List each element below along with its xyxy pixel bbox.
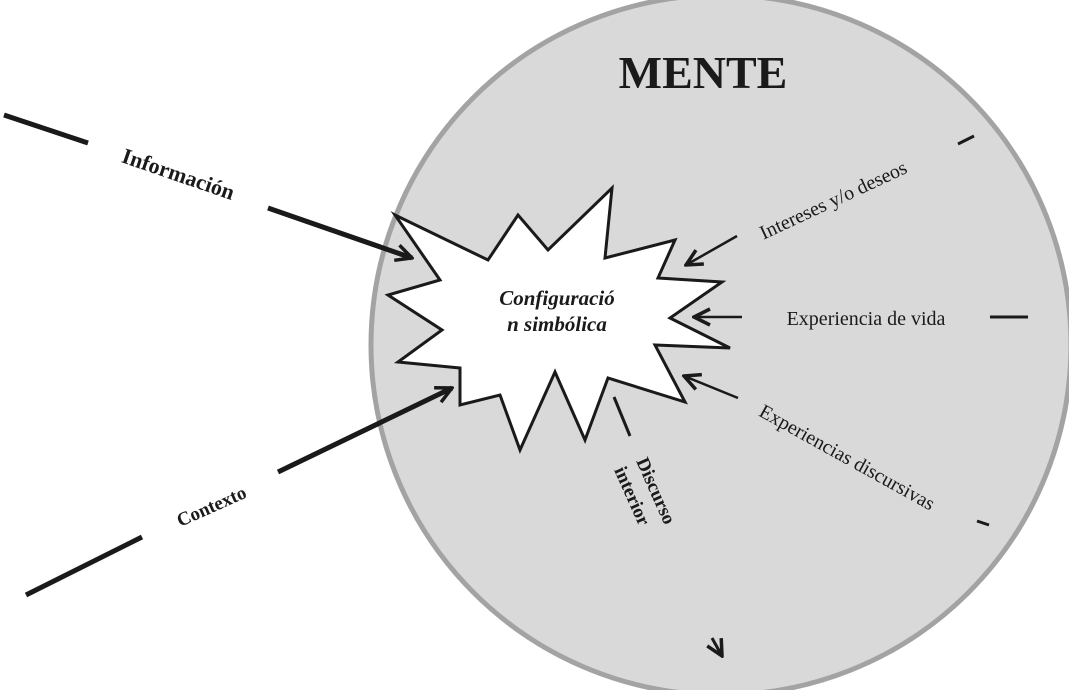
informacion-label-backing bbox=[110, 136, 247, 212]
contexto-arrow-tail bbox=[24, 534, 144, 598]
symbolic-configuration-burst bbox=[384, 184, 731, 454]
contexto-label-backing bbox=[164, 475, 259, 539]
contexto-arrow bbox=[276, 385, 452, 475]
informacion-arrow-tail bbox=[3, 112, 89, 146]
discurso-interior-arrow bbox=[712, 637, 722, 656]
experiencia-vida-label: Experiencia de vida bbox=[787, 308, 946, 330]
experiencias-discursivas-arrow bbox=[684, 376, 739, 400]
diagram-title: MENTE bbox=[619, 47, 788, 98]
intereses-arrow bbox=[686, 234, 738, 265]
experiencias-discursivas-tail bbox=[976, 519, 990, 527]
discurso-interior-line bbox=[612, 396, 632, 437]
informacion-arrow bbox=[267, 205, 412, 258]
center-label-line1: Configuració bbox=[499, 286, 615, 310]
center-label-line2: n simbólica bbox=[507, 312, 607, 336]
intereses-tail bbox=[957, 134, 975, 146]
